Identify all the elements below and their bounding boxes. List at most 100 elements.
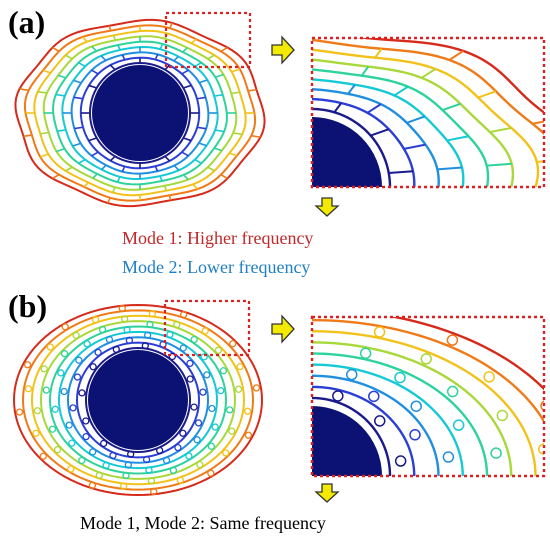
panel-a-connector-bar [92, 173, 98, 179]
panel-b-inset-circle [409, 429, 421, 441]
panel-b-connector-circle [61, 323, 69, 331]
panel-b-connector-circle [83, 340, 91, 348]
panel-b-inset-arc-8 [312, 318, 544, 424]
panel-label-a: (a) [8, 4, 46, 40]
panel-a-connector-bar [112, 35, 117, 41]
panel-a-connector-bar [121, 166, 126, 172]
panel-b [12, 299, 546, 503]
panel-b-connector-circle [48, 425, 57, 433]
panel-b-connector-circle [196, 461, 204, 469]
panel-b-inset-connectors [332, 326, 544, 467]
panel-b-connector-circle [244, 431, 253, 439]
panel-a-connector-bar [173, 55, 179, 62]
panel-b-ring-5 [48, 325, 228, 475]
panel-a-connector-bar [74, 126, 84, 130]
panel-b-connector-circle [199, 388, 207, 396]
panel-b-inset-circle [483, 371, 495, 383]
panel-b-connector-circle [122, 471, 130, 480]
panel-a-connector-bar [194, 61, 202, 68]
panel-b-connector-circle [73, 373, 82, 381]
panel-a-connector-bar [192, 183, 199, 190]
panel-a-inset-inclusion [312, 117, 382, 187]
panel-b-connector-circle [207, 442, 216, 450]
panel-b-connector-circle [219, 367, 228, 375]
panel-a [14, 11, 546, 217]
panel-a-connector-bar [55, 93, 66, 97]
panel-b-inset-circle [346, 368, 358, 381]
caption-mode1-higher: Mode 1: Higher frequency [122, 228, 314, 248]
panel-a-connector-bar [83, 181, 89, 188]
panel-a-connector-bar [73, 79, 82, 84]
yellow-right-arrow-icon [271, 35, 295, 65]
panel-a-inset-arc-6 [312, 58, 515, 187]
panel-a-connector-bar [231, 91, 240, 95]
panel-b-connector-circle [166, 330, 174, 339]
panel-b-connector-circle [150, 487, 158, 496]
panel-b-connector-circle [95, 471, 103, 480]
panel-a-connector-bar [199, 79, 208, 84]
panel-a-connector-bar [214, 94, 223, 97]
panel-a-connector-bar [91, 151, 99, 157]
panel-b-connector-circle [162, 456, 171, 465]
panel-b-connector-circle [46, 343, 54, 351]
panel-a-inset-arc-4 [312, 78, 465, 187]
panel-a-connector-bar [65, 54, 73, 60]
panel-a-connector-bar [154, 54, 159, 60]
panel-a-connector-bar [88, 84, 97, 89]
panel-a-inset-bar [388, 170, 414, 175]
panel-a-inset-bar [486, 162, 512, 167]
panel-b-inset-circle [496, 409, 509, 422]
panel-a-connector-bar [81, 36, 88, 43]
panel-b-connector-circle [23, 361, 32, 369]
panel-a-ring-9 [14, 18, 266, 208]
panel-a-connector-bar [181, 69, 189, 75]
panel-b-inset-inclusion [312, 406, 382, 476]
panel-a-connector-bar [40, 131, 49, 135]
panel-b-connector-circle [214, 346, 223, 354]
panel-b-connector-circle [174, 443, 182, 452]
panel-b-connector-circle [229, 340, 237, 348]
panel-b-connector-circle [234, 385, 243, 393]
panel-a-connector-bar [108, 25, 112, 31]
panel-a-select-box [164, 11, 252, 69]
yellow-right-arrow-icon [271, 314, 295, 344]
panel-b-inset-circle [410, 400, 422, 412]
panel-a-inset-arc-2 [312, 97, 416, 187]
panel-a-inset-arc-9 [356, 38, 544, 114]
panel-b-connector-circle [98, 325, 107, 334]
panel-a-connector-bar [101, 164, 107, 171]
panel-b-connector-circle [252, 384, 261, 392]
panel-a-connector-bar [168, 195, 172, 201]
panel-a-connector-bar [213, 147, 223, 152]
panel-b-connector-circle [120, 482, 128, 490]
caption-same-frequency: Mode 1, Mode 2: Same frequency [80, 513, 326, 533]
yellow-down-arrow-icon [314, 483, 340, 503]
panel-b-connector-circle [207, 469, 215, 477]
panel-b-inset-circle [538, 443, 544, 455]
panel-b-connector-circle [190, 335, 198, 344]
panel-a-connector-bar [159, 175, 163, 182]
panel-a-connector-bar [251, 134, 261, 138]
panel-a-connector-bar [78, 158, 86, 165]
panel-b-inset-circle [420, 353, 432, 365]
panel-a-connector-bar [164, 155, 171, 162]
panel-b-connector-circle [124, 461, 132, 469]
panel-a-connector-bar [164, 64, 171, 71]
panel-a-connector-bar [78, 61, 86, 68]
panel-a-connector-bar [121, 54, 126, 61]
panel-b-connector-circle [75, 356, 83, 364]
panel-b-connector-circle [146, 320, 154, 329]
panel-a-connector-bar [169, 22, 173, 29]
panel-b-inset-arc-5 [312, 352, 489, 476]
panel-a-connector-bar [229, 152, 238, 157]
panel-b-connector-circle [144, 331, 152, 339]
panel-b-connector-circle [82, 432, 90, 441]
panel-b-connector-circle [147, 477, 155, 485]
panel-b-ring-3 [66, 336, 210, 464]
panel-b-connector-circle [89, 448, 97, 456]
panel-a-inset-bar [448, 50, 464, 61]
panel-b-connector-circle [185, 452, 193, 460]
panel-b-connector-circle [32, 429, 40, 437]
